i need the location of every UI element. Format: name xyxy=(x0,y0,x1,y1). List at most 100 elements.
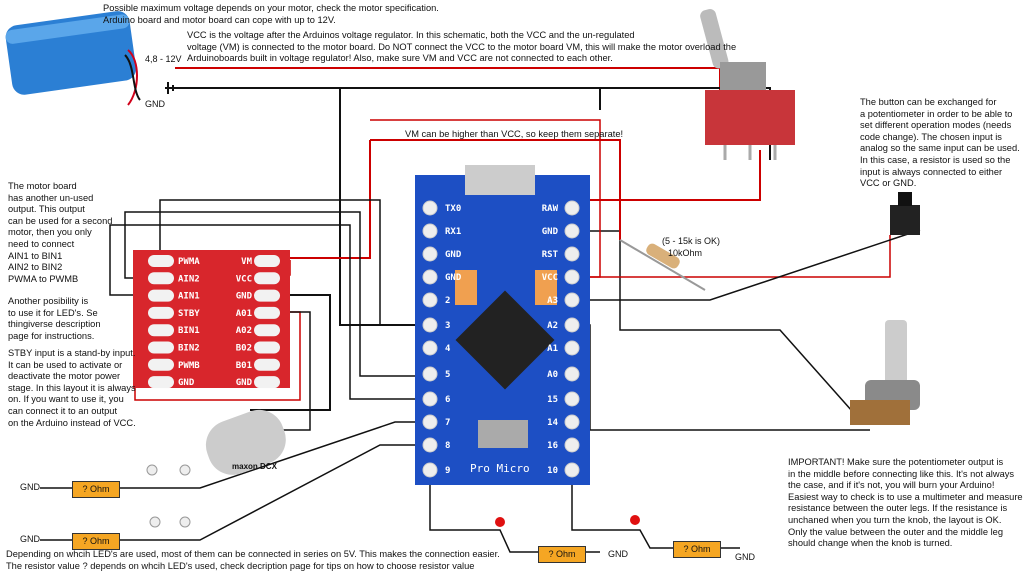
pro-micro-pin-label: RST xyxy=(542,250,559,260)
pro-micro-pin-GND xyxy=(564,223,580,239)
push-button[interactable] xyxy=(890,192,920,235)
pro-micro-pin-label: A1 xyxy=(547,344,558,354)
pro-micro-pin-VCC xyxy=(564,269,580,285)
driver-pin-label: GND xyxy=(236,378,253,388)
driver-pin-label: AIN1 xyxy=(178,292,200,302)
pro-micro-pin-label: RAW xyxy=(542,204,559,214)
pro-micro-board: TX0RX1GNDGND23456789RAWGNDRSTVCCA3A2A1A0… xyxy=(415,165,590,485)
pro-micro-pin-16 xyxy=(564,437,580,453)
red-leds xyxy=(495,515,640,527)
pro-micro-pin-label: 2 xyxy=(445,296,450,306)
driver-pin-GND xyxy=(148,376,174,389)
pro-micro-pin-5 xyxy=(422,366,438,382)
toggle-switch[interactable] xyxy=(699,8,795,160)
pro-micro-pin-label: 5 xyxy=(445,370,450,380)
driver-pin-label: A01 xyxy=(236,309,252,319)
note-potentiometer: IMPORTANT! Make sure the potentiometer o… xyxy=(788,457,1023,549)
battery-pack xyxy=(5,11,141,106)
driver-pin-label: VCC xyxy=(236,274,252,284)
dc-motor xyxy=(205,409,286,475)
led3-resistor: ? Ohm xyxy=(538,546,586,563)
driver-pin-label: BIN2 xyxy=(178,344,200,354)
note-button: The button can be exchanged for a potent… xyxy=(860,97,1020,189)
driver-pin-label: BIN1 xyxy=(178,326,200,336)
led1-gnd-label: GND xyxy=(20,482,40,492)
pro-micro-pin-label: 9 xyxy=(445,466,450,476)
pro-micro-pin-A0 xyxy=(564,366,580,382)
note-vm: VM can be higher than VCC, so keep them … xyxy=(405,129,624,139)
pro-micro-pin-label: 6 xyxy=(445,395,450,405)
motor-driver-board: PWMAAIN2AIN1STBYBIN1BIN2PWMBGNDVMVCCGNDA… xyxy=(133,250,290,389)
driver-pin-label: GND xyxy=(236,292,253,302)
led4-gnd-label: GND xyxy=(735,552,755,562)
note-motor-board: The motor board has another un-used outp… xyxy=(8,181,113,284)
pro-micro-pin-RAW xyxy=(564,200,580,216)
battery-gnd-label: GND xyxy=(145,99,165,109)
driver-pin-B02 xyxy=(254,341,280,354)
driver-pin-label: PWMB xyxy=(178,361,200,371)
pro-micro-pin-label: A2 xyxy=(547,321,558,331)
driver-pin-PWMA xyxy=(148,255,174,267)
resistor-range-label: (5 - 15k is OK) xyxy=(662,236,721,246)
pro-micro-pin-GND xyxy=(422,269,438,285)
driver-pin-label: GND xyxy=(178,378,195,388)
driver-pin-AIN1 xyxy=(148,289,174,302)
pro-micro-pin-label: 15 xyxy=(547,395,558,405)
driver-pin-GND xyxy=(254,376,280,389)
note-leds-possibility: Another posibility is to use it for LED'… xyxy=(8,296,101,341)
pro-micro-pin-label: 3 xyxy=(445,321,450,331)
pro-micro-pin-7 xyxy=(422,414,438,430)
note-vcc: VCC is the voltage after the Arduinos vo… xyxy=(187,30,737,64)
board-name-label: Pro Micro xyxy=(470,462,530,475)
pro-micro-pin-4 xyxy=(422,340,438,356)
led3-gnd-label: GND xyxy=(608,549,628,559)
pro-micro-pin-TX0 xyxy=(422,200,438,216)
pro-micro-pin-RX1 xyxy=(422,223,438,239)
pro-micro-pin-10 xyxy=(564,462,580,478)
leds xyxy=(146,464,191,528)
note-bottom: Depending on whcih LED's are used, most … xyxy=(6,549,500,571)
driver-pin-label: PWMA xyxy=(178,257,200,267)
pro-micro-pin-A2 xyxy=(564,317,580,333)
pro-micro-pin-label: GND xyxy=(445,250,462,260)
led4-resistor: ? Ohm xyxy=(673,541,721,558)
pro-micro-pin-label: A0 xyxy=(547,370,558,380)
led2-gnd-label: GND xyxy=(20,534,40,544)
pro-micro-pin-A3 xyxy=(564,292,580,308)
pro-micro-pin-label: 10 xyxy=(547,466,558,476)
driver-pin-A02 xyxy=(254,324,280,337)
resistor-10k xyxy=(619,239,706,291)
driver-pin-STBY xyxy=(148,306,174,319)
pro-micro-pin-label: TX0 xyxy=(445,204,461,214)
pro-micro-pin-6 xyxy=(422,391,438,407)
led1-resistor: ? Ohm xyxy=(72,481,120,498)
driver-pin-label: B01 xyxy=(236,361,252,371)
pro-micro-pin-3 xyxy=(422,317,438,333)
pro-micro-pin-8 xyxy=(422,437,438,453)
driver-pin-BIN1 xyxy=(148,324,174,337)
pro-micro-pin-GND xyxy=(422,246,438,262)
led2-resistor: ? Ohm xyxy=(72,533,120,550)
voltage-label: 4,8 - 12V xyxy=(145,54,182,64)
driver-pin-B01 xyxy=(254,358,280,371)
pro-micro-pin-label: A3 xyxy=(547,296,558,306)
driver-pin-label: STBY xyxy=(178,309,200,319)
driver-pin-AIN2 xyxy=(148,272,174,285)
pro-micro-pin-label: 14 xyxy=(547,418,558,428)
driver-pin-GND xyxy=(254,289,280,302)
potentiometer[interactable] xyxy=(850,320,920,425)
pro-micro-pin-9 xyxy=(422,462,438,478)
pro-micro-pin-label: VCC xyxy=(542,273,558,283)
driver-pin-VCC xyxy=(254,272,280,285)
pro-micro-pin-2 xyxy=(422,292,438,308)
note-max-voltage: Possible maximum voltage depends on your… xyxy=(103,3,439,25)
driver-pin-label: A02 xyxy=(236,326,252,336)
driver-pin-label: AIN2 xyxy=(178,274,200,284)
driver-pin-A01 xyxy=(254,306,280,319)
motor-brand-label: maxon DCX xyxy=(232,462,277,471)
pro-micro-pin-15 xyxy=(564,391,580,407)
pro-micro-pin-A1 xyxy=(564,340,580,356)
pro-micro-pin-14 xyxy=(564,414,580,430)
